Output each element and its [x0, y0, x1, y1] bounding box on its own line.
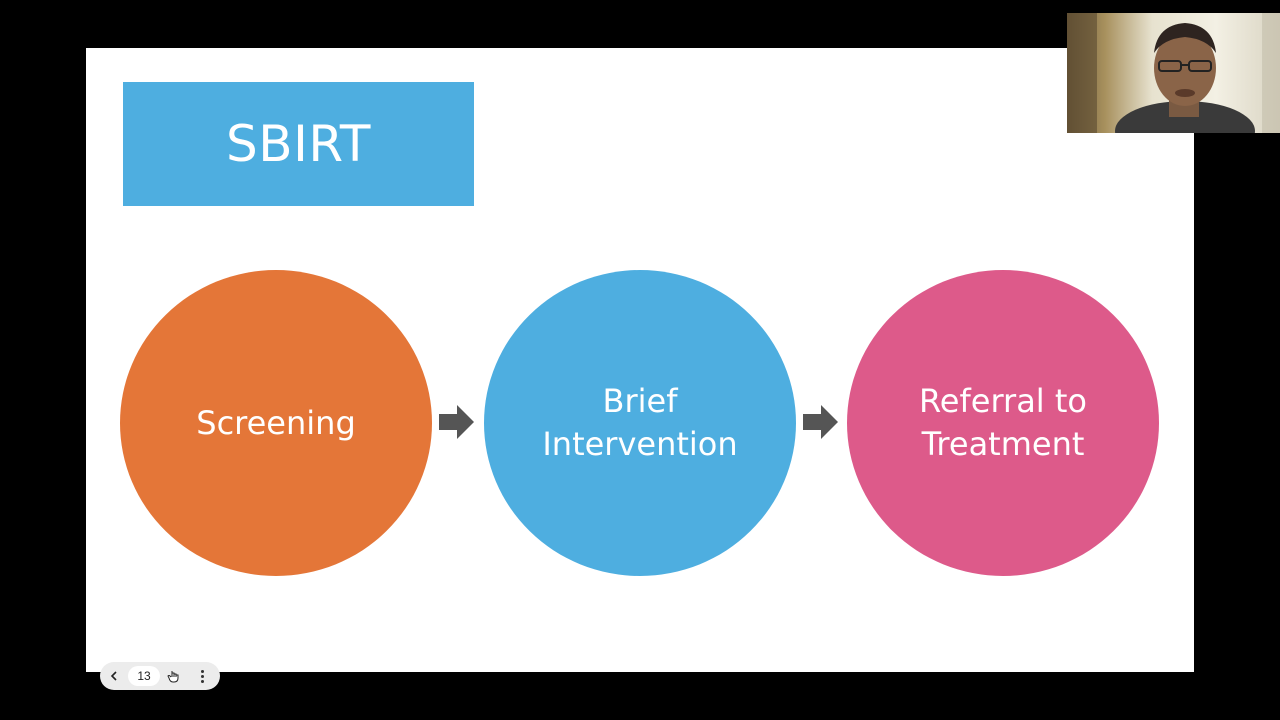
person-video-icon — [1067, 13, 1280, 133]
step-brief-intervention-label: Brief Intervention — [542, 382, 738, 463]
chevron-left-icon — [110, 671, 117, 681]
step-brief-intervention-circle: Brief Intervention — [484, 270, 796, 576]
step-referral-circle: Referral to Treatment — [847, 270, 1159, 576]
presenter-webcam-feed — [1067, 13, 1280, 133]
step-referral-label: Referral to Treatment — [919, 382, 1087, 463]
page-number[interactable]: 13 — [128, 666, 160, 686]
slide-title: SBIRT — [226, 115, 371, 173]
more-vertical-icon — [200, 669, 204, 683]
step-screening-circle: Screening — [120, 270, 432, 576]
slide-navigation-controls: 13 — [100, 662, 220, 690]
more-options-button[interactable] — [188, 662, 216, 690]
arrow-right-icon — [439, 405, 474, 439]
arrow-right-icon — [803, 405, 838, 439]
presentation-slide: SBIRT Screening Brief Intervention Refer… — [86, 48, 1194, 672]
slide-title-box: SBIRT — [123, 82, 474, 206]
hand-cursor-icon — [167, 671, 179, 683]
previous-slide-button[interactable] — [100, 662, 128, 690]
step-screening-label: Screening — [196, 403, 356, 442]
next-slide-button[interactable] — [160, 662, 188, 690]
